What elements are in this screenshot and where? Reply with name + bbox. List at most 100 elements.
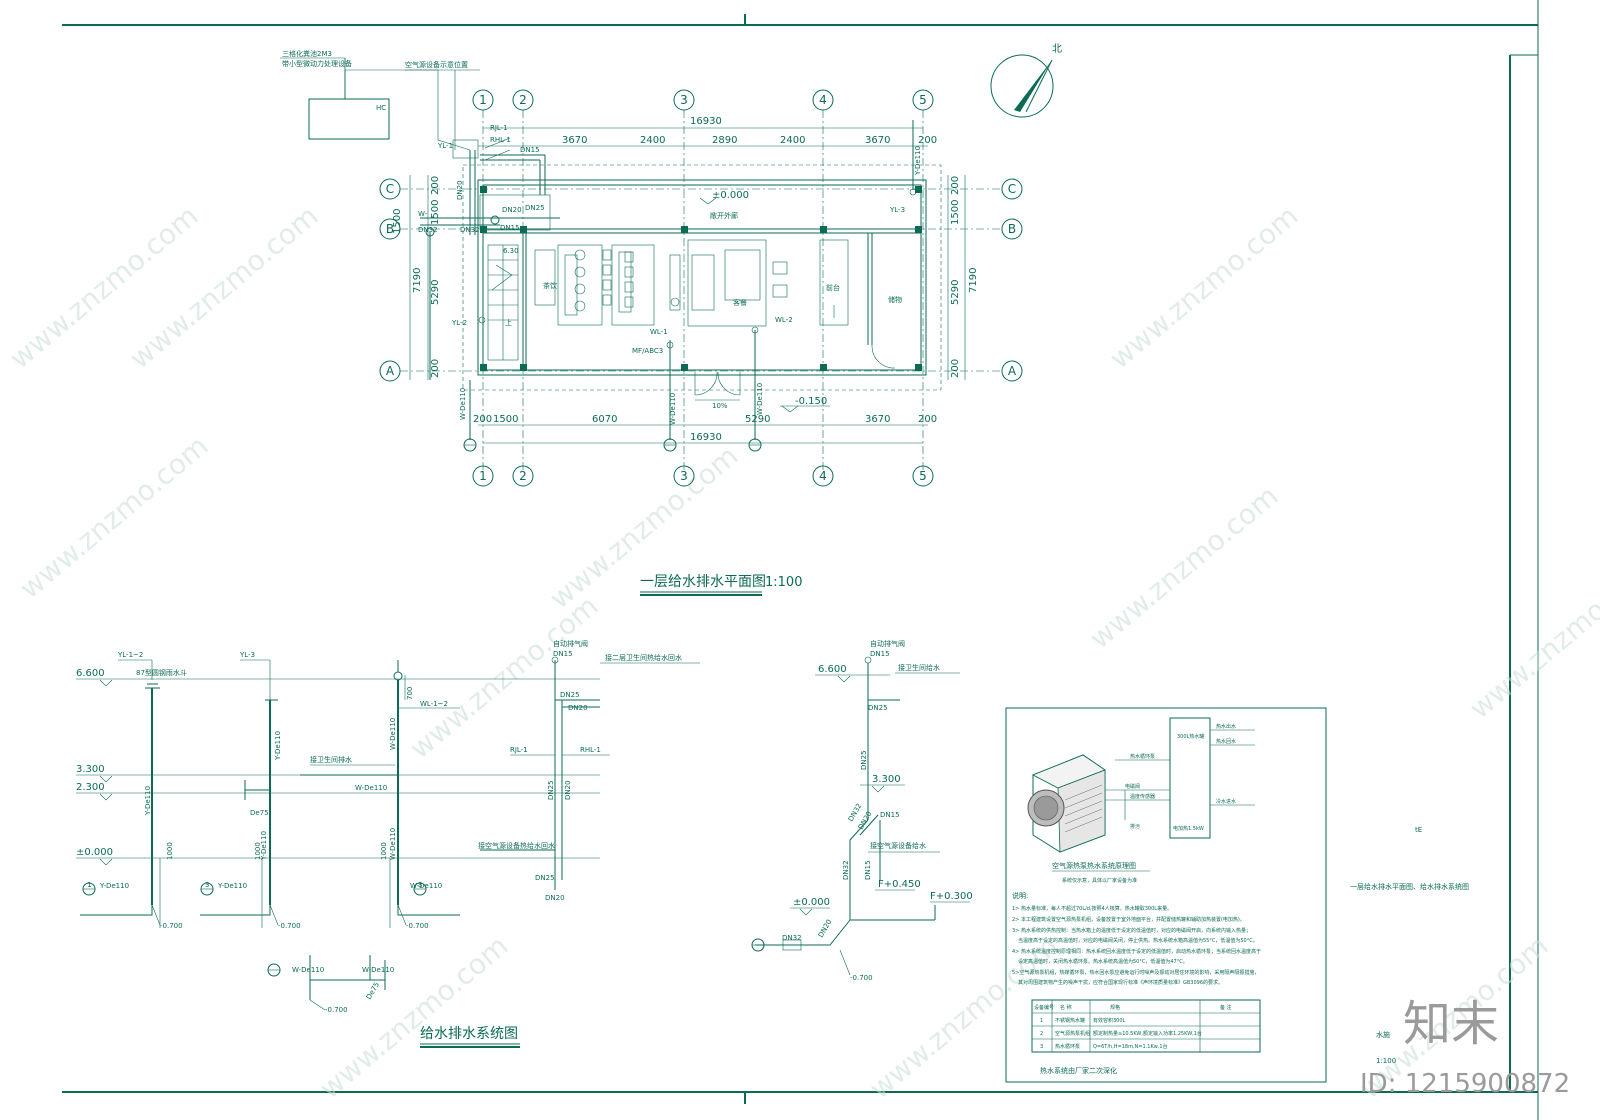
- svg-text:RJL-1: RJL-1: [510, 746, 528, 754]
- svg-text:6070: 6070: [592, 414, 617, 425]
- floor-plan: 1 2 3 4 5 1 2 3 4 5 C B A C B A: [280, 49, 1023, 596]
- svg-text:3670: 3670: [865, 414, 890, 425]
- extinguisher-label: MF/ABC3: [632, 347, 663, 355]
- north-label: 北: [1052, 43, 1062, 55]
- svg-text:W-: W-: [418, 210, 428, 218]
- svg-text:F+0.450: F+0.450: [878, 879, 921, 890]
- svg-text:接二层卫生间热给水回水: 接二层卫生间热给水回水: [605, 653, 682, 662]
- svg-text:200: 200: [950, 176, 961, 195]
- svg-text:Y-De110: Y-De110: [914, 146, 922, 176]
- svg-text:DN20: DN20: [545, 894, 565, 902]
- room-storage: 储物: [888, 295, 902, 304]
- svg-text:Y-De110: Y-De110: [260, 831, 268, 861]
- svg-text:3: 3: [680, 469, 688, 483]
- svg-text:2> 本工程建筑设置空气源热泵机组，设备放置于室外地面平台，: 2> 本工程建筑设置空气源热泵机组，设备放置于室外地面平台，并配置储热罐和辅助加…: [1012, 916, 1245, 923]
- svg-text:DN20: DN20: [502, 206, 522, 214]
- air-source-callout: 空气源设备示意位置: [405, 60, 480, 159]
- svg-text:3: 3: [1040, 1044, 1043, 1050]
- heat-pump-box: 300L热水罐 电加热1.5kW 热水出水 热水回水 冷水进水 热水循环泵 电磁…: [1005, 707, 1327, 1083]
- room-tea: 茶饮: [543, 281, 557, 290]
- svg-text:16930: 16930: [690, 432, 722, 443]
- bottom-dimensions: 200 1500 6070 5290 3670 200 16930: [473, 414, 937, 444]
- svg-text:W-De110: W-De110: [362, 966, 394, 974]
- axis-bubbles-right: C B A: [1001, 178, 1023, 382]
- building-walls: [462, 164, 942, 391]
- svg-text:空气源热泵机组: 空气源热泵机组: [1055, 1030, 1090, 1037]
- titleblock-mark: tE: [1415, 826, 1422, 834]
- svg-text:87型圆钢雨水斗: 87型圆钢雨水斗: [136, 668, 187, 677]
- svg-text:Y-De110: Y-De110: [144, 786, 152, 816]
- svg-text:DN32: DN32: [460, 226, 480, 234]
- brand-id: ID: 1215900872: [1360, 1069, 1570, 1099]
- titleblock-drawing-name: 一层给水排水平面图、给水排水系统图: [1350, 882, 1469, 891]
- svg-text:3: 3: [680, 93, 688, 107]
- svg-text:200: 200: [918, 135, 937, 146]
- svg-text:DN20: DN20: [568, 704, 588, 712]
- svg-text:接空气源设备给水: 接空气源设备给水: [870, 841, 926, 850]
- svg-text:2400: 2400: [640, 135, 665, 146]
- svg-text:B: B: [386, 222, 394, 236]
- svg-text:接卫生间排水: 接卫生间排水: [310, 755, 352, 764]
- svg-text:DN20: DN20: [817, 918, 834, 939]
- svg-text:WL-1: WL-1: [650, 328, 668, 336]
- top-dimensions: 16930 3670 2400 2890 2400 3670 200: [478, 116, 937, 147]
- svg-text:1000: 1000: [166, 842, 174, 860]
- svg-text:W-De110: W-De110: [669, 393, 677, 425]
- svg-text:W-De110: W-De110: [389, 828, 397, 860]
- svg-text:6.600: 6.600: [76, 668, 105, 679]
- svg-text:DN25: DN25: [560, 691, 580, 699]
- svg-text:DN25: DN25: [868, 704, 888, 712]
- north-arrow: 北: [990, 43, 1062, 118]
- svg-text:4: 4: [819, 93, 827, 107]
- svg-text:DN32: DN32: [418, 226, 438, 234]
- svg-text:DN20: DN20: [456, 180, 464, 200]
- svg-text:RJL-1: RJL-1: [490, 124, 508, 132]
- svg-text:DN15: DN15: [880, 811, 900, 819]
- svg-text:1500: 1500: [493, 414, 518, 425]
- box-title: 空气源热泵热水系统原理图: [1052, 861, 1136, 870]
- svg-text:名 称: 名 称: [1060, 1004, 1072, 1011]
- brand-logo: 知末: [1403, 996, 1499, 1052]
- svg-text:4> 热水系统温度控制原理相同：热水系统回水温度低于设定的低: 4> 热水系统温度控制原理相同：热水系统回水温度低于设定的低温值时，启动热水循环…: [1012, 948, 1261, 955]
- watermark-text: www.znzmo.com: [13, 429, 214, 605]
- svg-text:10%: 10%: [712, 402, 728, 410]
- svg-text:4: 4: [819, 469, 827, 483]
- watermark-text: www.znzmo.com: [1103, 199, 1304, 375]
- drain-system-diagram: 6.600 3.300 2.300 ±0.000 YL-1~2 87型圆钢雨水斗…: [76, 639, 700, 1048]
- svg-text:设定高温值时，关闭热水循环泵。热水系统高温值为50°C，低温: 设定高温值时，关闭热水循环泵。热水系统高温值为50°C，低温值为47°C。: [1018, 958, 1188, 965]
- svg-text:200: 200: [918, 414, 937, 425]
- box-subtitle: 系统仅示意，具体以厂家设备为准: [1062, 877, 1137, 884]
- svg-text:2: 2: [519, 93, 527, 107]
- svg-text:DN32: DN32: [782, 934, 802, 942]
- svg-text:DN15: DN15: [864, 860, 872, 880]
- titleblock-discipline: 水施: [1376, 1030, 1390, 1039]
- plan-pipes: [420, 120, 917, 452]
- svg-text:W-De110: W-De110: [292, 966, 324, 974]
- svg-text:5290: 5290: [745, 414, 770, 425]
- svg-text:2: 2: [1040, 1031, 1043, 1037]
- svg-text:DN15: DN15: [520, 146, 540, 154]
- svg-text:5: 5: [919, 93, 927, 107]
- svg-text:2.300: 2.300: [76, 782, 105, 793]
- svg-text:备 注: 备 注: [1220, 1004, 1232, 1011]
- svg-text:DN25: DN25: [860, 750, 868, 770]
- svg-text:-0.700: -0.700: [278, 922, 301, 930]
- svg-text:自动排气阀: 自动排气阀: [553, 639, 588, 648]
- svg-text:1500: 1500: [392, 209, 403, 234]
- svg-text:排污: 排污: [1130, 823, 1140, 830]
- svg-text:1> 热水量标准，每人不超过70L/d,按照4人核算，热水罐: 1> 热水量标准，每人不超过70L/d,按照4人核算，热水罐取300L来量。: [1012, 905, 1172, 912]
- svg-text:±0.000: ±0.000: [793, 897, 830, 908]
- stair: 上: [487, 244, 519, 361]
- svg-text:6.30: 6.30: [503, 247, 519, 255]
- septic-label-1: 三格化粪池2M3: [282, 49, 332, 58]
- plan-level-minus: -0.150: [795, 396, 827, 407]
- svg-text:3: 3: [205, 881, 209, 889]
- svg-text:A: A: [386, 364, 395, 378]
- svg-text:-0.700: -0.700: [850, 974, 873, 982]
- air-source-label: 空气源设备示意位置: [405, 60, 468, 69]
- plan-scale: 1:100: [765, 575, 802, 590]
- svg-text:±0.000: ±0.000: [76, 847, 113, 858]
- svg-text:其对周围建筑物产生的噪声干扰，应符合国家现行标准《声环境质量: 其对周围建筑物产生的噪声干扰，应符合国家现行标准《声环境质量标准》GB3096的…: [1018, 979, 1223, 986]
- svg-text:YL-2: YL-2: [451, 319, 467, 327]
